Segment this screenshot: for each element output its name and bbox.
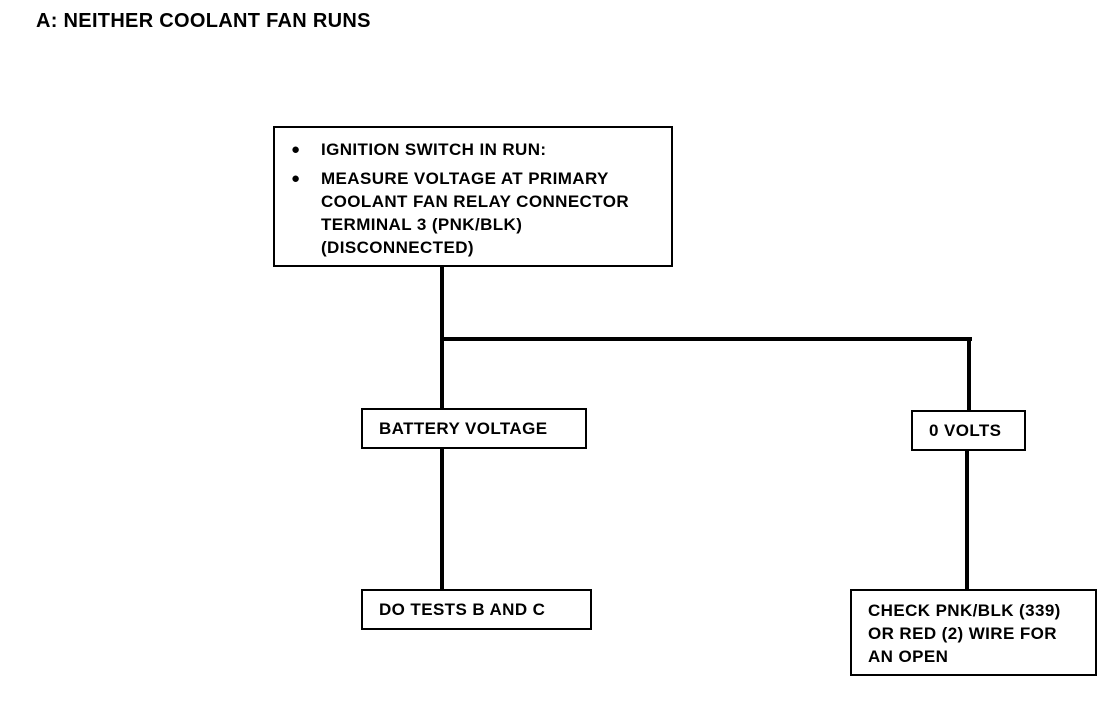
zero-volts-label: 0 VOLTS xyxy=(929,421,1002,440)
check-wire-box: CHECK PNK/BLK (339) OR RED (2) WIRE FOR … xyxy=(850,589,1097,676)
check-wire-line: AN OPEN xyxy=(868,647,949,666)
step-bullet-ignition: ● IGNITION SWITCH IN RUN: xyxy=(291,138,661,161)
bullet-icon: ● xyxy=(291,170,301,187)
step-text-line: COOLANT FAN RELAY CONNECTOR xyxy=(321,192,630,211)
step-text-line: MEASURE VOLTAGE AT PRIMARY xyxy=(321,169,609,188)
step-bullet-measure: ● MEASURE VOLTAGE AT PRIMARY COOLANT FAN… xyxy=(291,167,661,259)
check-wire-line: OR RED (2) WIRE FOR xyxy=(868,624,1057,643)
step-text-line: IGNITION SWITCH IN RUN: xyxy=(321,140,547,159)
check-wire-line: CHECK PNK/BLK (339) xyxy=(868,601,1061,620)
do-tests-box: DO TESTS B AND C xyxy=(361,589,592,630)
diagram-title: A: NEITHER COOLANT FAN RUNS xyxy=(36,10,371,32)
battery-voltage-box: BATTERY VOLTAGE xyxy=(361,408,587,449)
start-step-box: ● IGNITION SWITCH IN RUN: ● MEASURE VOLT… xyxy=(273,126,673,267)
bullet-icon: ● xyxy=(291,141,301,158)
connector-zero-to-check xyxy=(965,450,969,590)
connector-horizontal xyxy=(440,337,972,341)
connector-battery-to-tests xyxy=(440,448,444,590)
zero-volts-box: 0 VOLTS xyxy=(911,410,1026,451)
step-text-line: (DISCONNECTED) xyxy=(321,238,474,257)
connector-right-down xyxy=(967,337,971,411)
battery-voltage-label: BATTERY VOLTAGE xyxy=(379,419,548,438)
do-tests-label: DO TESTS B AND C xyxy=(379,600,546,619)
step-text-line: TERMINAL 3 (PNK/BLK) xyxy=(321,215,523,234)
